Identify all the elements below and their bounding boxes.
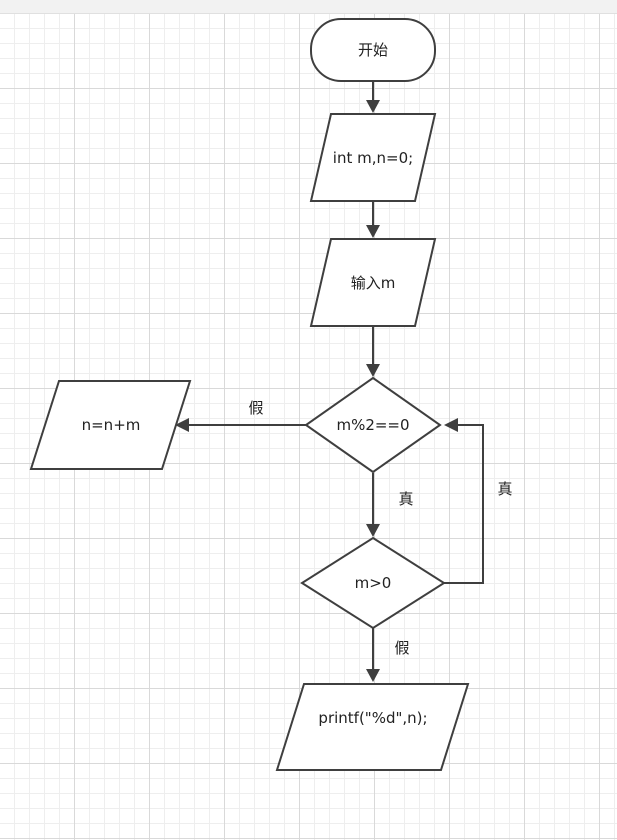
arrowhead-icon bbox=[175, 418, 189, 432]
node-check-positive-label: m>0 bbox=[355, 574, 392, 592]
edge-check-even-true[interactable]: 真 bbox=[366, 473, 414, 537]
edge-label-false: 假 bbox=[248, 399, 263, 417]
edge-start-to-declare[interactable] bbox=[366, 82, 380, 113]
node-declare-label: int m,n=0; bbox=[333, 149, 413, 167]
edge-check-even-false[interactable]: 假 bbox=[175, 399, 306, 432]
node-output-label: printf("%d",n); bbox=[318, 709, 427, 727]
edge-declare-to-input[interactable] bbox=[366, 202, 380, 238]
node-input[interactable]: 输入m bbox=[309, 238, 437, 327]
node-check-positive[interactable]: m>0 bbox=[300, 536, 446, 630]
edge-label-true: 真 bbox=[497, 480, 512, 498]
edge-check-positive-true[interactable]: 真 bbox=[444, 418, 513, 584]
arrowhead-icon bbox=[366, 669, 380, 682]
arrowhead-icon bbox=[366, 100, 380, 113]
node-start[interactable]: 开始 bbox=[310, 18, 436, 82]
arrowhead-icon bbox=[366, 364, 380, 377]
edge-check-positive-false[interactable]: 假 bbox=[366, 628, 410, 682]
edge-input-to-check-even[interactable] bbox=[366, 327, 380, 377]
node-input-label: 输入m bbox=[351, 274, 396, 292]
edge-label-false: 假 bbox=[394, 639, 409, 657]
node-start-label: 开始 bbox=[358, 41, 388, 59]
arrowhead-icon bbox=[366, 225, 380, 238]
node-check-even[interactable]: m%2==0 bbox=[304, 376, 442, 474]
node-check-even-label: m%2==0 bbox=[336, 416, 409, 434]
node-output[interactable]: printf("%d",n); bbox=[275, 683, 470, 771]
node-accumulate-label: n=n+m bbox=[82, 416, 141, 434]
arrowhead-icon bbox=[444, 418, 458, 432]
edge-label-true: 真 bbox=[398, 490, 413, 508]
node-accumulate[interactable]: n=n+m bbox=[29, 380, 192, 470]
arrowhead-icon bbox=[366, 524, 380, 537]
top-toolbar-strip bbox=[0, 0, 617, 14]
node-declare[interactable]: int m,n=0; bbox=[309, 113, 437, 202]
